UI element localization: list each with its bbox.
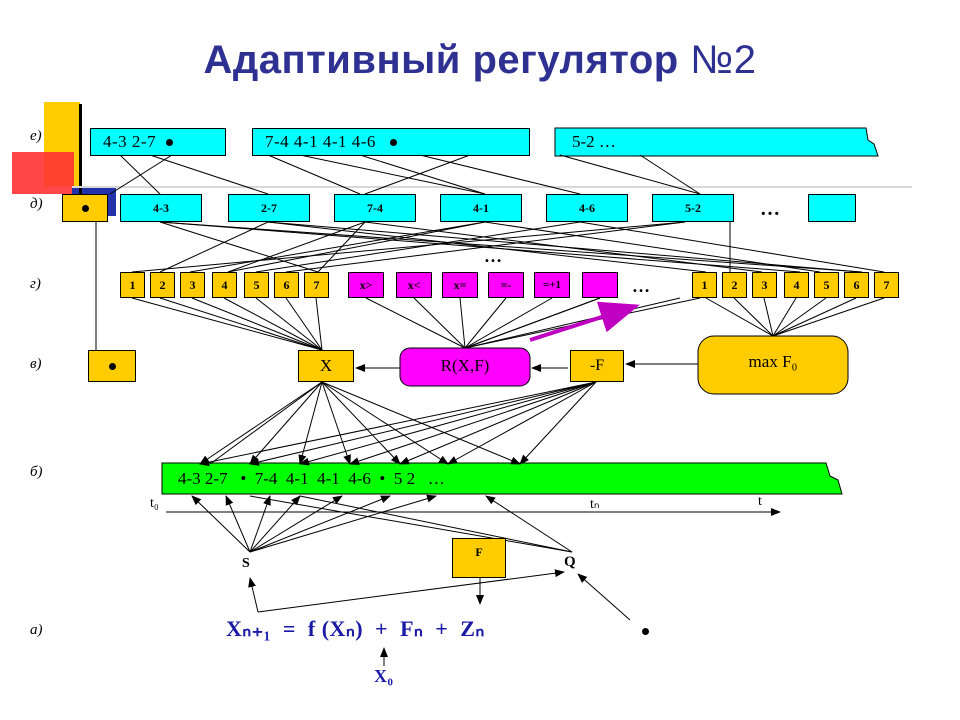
formula-dot [642, 628, 649, 635]
row-label-e: е) [30, 128, 42, 144]
row-d-dot-box [62, 194, 108, 222]
row-e-sequence-2-text: 7-4 4-1 4-1 4-6 [265, 132, 376, 151]
title-number: №2 [690, 38, 757, 82]
row-label-v: в) [30, 356, 42, 372]
axis-tn-label: tₙ [590, 497, 600, 512]
decor-red-square [12, 152, 74, 194]
row-v-x-box: X [298, 350, 354, 382]
row-e-sequence-1: 4-3 2-7 [90, 128, 226, 156]
row-d-item: 2-7 [228, 194, 310, 222]
q-label: Q [564, 554, 576, 570]
row-g-op: x= [442, 272, 478, 298]
row-label-d: д) [30, 196, 43, 212]
bullet-dot [108, 362, 116, 370]
slide-title: Адаптивный регулятор №2 [0, 38, 960, 83]
axis-t0-label: t₀ [150, 496, 159, 511]
row-b-sequence-text: 4-3 2-7 • 7-4 4-1 4-1 4-6 • 5 2 … [178, 469, 445, 488]
bullet-dot [165, 138, 173, 146]
row-b-bar-shape [161, 462, 843, 495]
row-d-item: 7-4 [334, 194, 416, 222]
row-g-left-num: 4 [212, 272, 237, 298]
row-d-item: 4-6 [546, 194, 628, 222]
axis-t-label: t [758, 494, 762, 509]
row-v-negf-box: -F [570, 350, 624, 382]
row-g-op-empty [582, 272, 618, 298]
row-g-left-num: 7 [304, 272, 329, 298]
row-label-g: г) [30, 276, 41, 292]
row-d-item: 5-2 [652, 194, 734, 222]
row-g-left-num: 3 [180, 272, 205, 298]
row-d-item: 4-3 [120, 194, 202, 222]
row-g-ellipsis-top: … [484, 246, 502, 266]
f-box: F [452, 538, 506, 578]
row-e-sequence-1-text: 4-3 2-7 [103, 132, 157, 151]
row-g-op: =+1 [534, 272, 570, 298]
decor-vertical-line [79, 104, 82, 194]
row-g-right-num: 6 [844, 272, 869, 298]
row-g-right-num: 5 [814, 272, 839, 298]
x0-label: X₀ [374, 666, 394, 686]
row-d-item: 4-1 [440, 194, 522, 222]
title-main: Адаптивный регулятор [203, 38, 679, 82]
row-g-left-num: 1 [120, 272, 145, 298]
row-d-ellipsis: … [760, 198, 780, 220]
row-g-op: x> [348, 272, 384, 298]
decor-horizontal-line [72, 186, 912, 188]
row-v-dot-box [88, 350, 136, 382]
formula: Xₙ₊₁ = f (Xₙ) + Fₙ + Zₙ [226, 616, 485, 641]
row-g-right-num: 7 [874, 272, 899, 298]
row-g-right-num: 2 [722, 272, 747, 298]
row-label-b: б) [30, 464, 43, 480]
row-e-sequence-2: 7-4 4-1 4-1 4-6 [252, 128, 530, 156]
row-v-maxf-label: max F₀ [748, 352, 798, 371]
s-label: S [242, 556, 250, 571]
row-g-op: x< [396, 272, 432, 298]
row-g-left-num: 2 [150, 272, 175, 298]
row-e-box3-shape [554, 127, 879, 157]
row-g-op: =- [488, 272, 524, 298]
row-e-sequence-3-text: 5-2 … [572, 132, 616, 151]
row-g-ellipsis-mid: … [632, 276, 650, 296]
row-g-right-num: 3 [752, 272, 777, 298]
row-g-left-num: 6 [274, 272, 299, 298]
row-v-r-label: R(X,F) [440, 356, 490, 375]
row-g-right-num: 1 [692, 272, 717, 298]
bullet-dot [390, 138, 398, 146]
row-label-a: а) [30, 622, 43, 638]
row-d-empty-box [808, 194, 856, 222]
row-g-right-num: 4 [784, 272, 809, 298]
bullet-dot [81, 204, 89, 212]
row-g-left-num: 5 [244, 272, 269, 298]
